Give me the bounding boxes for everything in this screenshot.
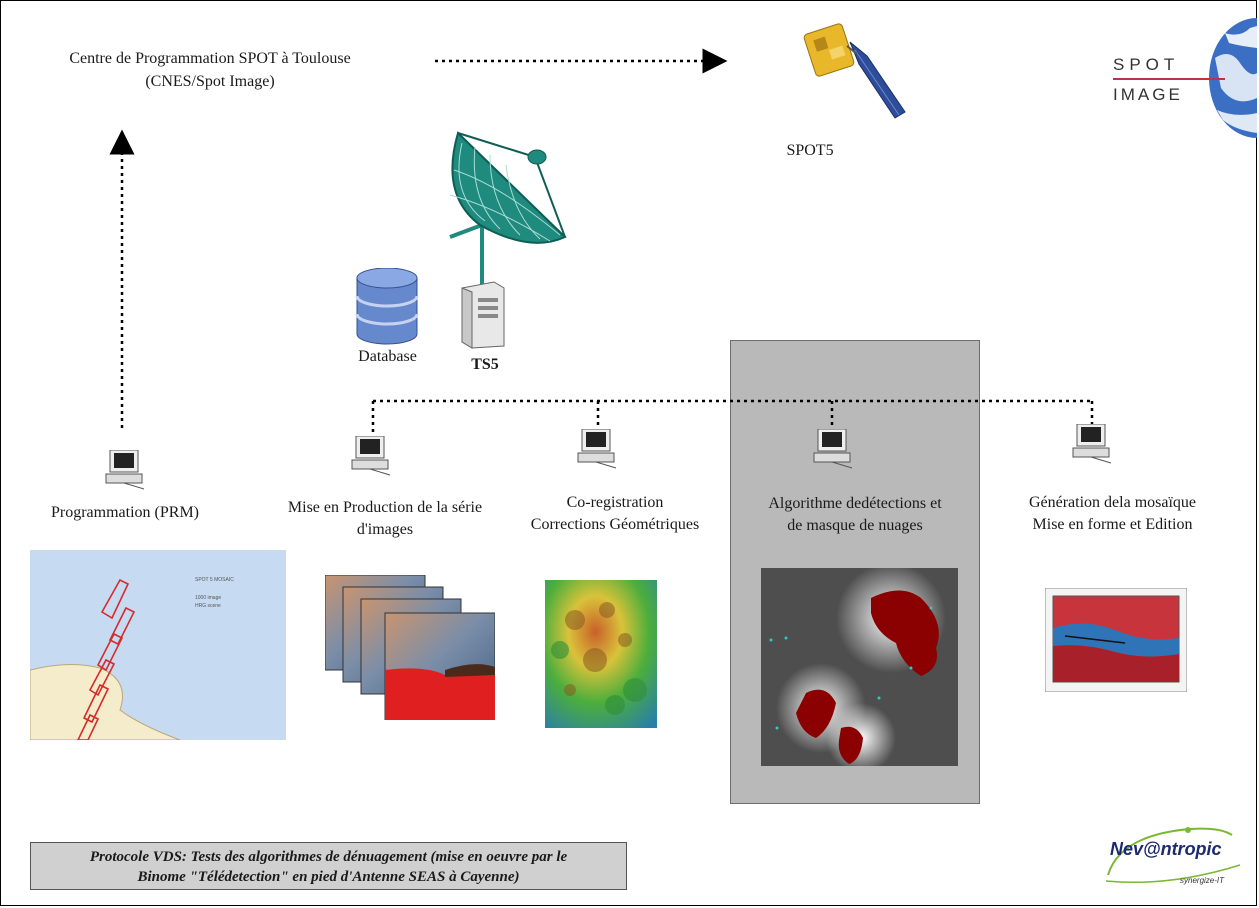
database-label: Database	[358, 348, 417, 365]
dem-relief-image	[545, 580, 657, 728]
spot-logo-rule	[1113, 78, 1225, 80]
workstation-icon-coregistration	[577, 429, 617, 469]
image-series-stack	[325, 575, 495, 720]
satellite-label: SPOT5	[786, 142, 834, 159]
ts5-label: TS5	[471, 356, 499, 373]
satellite-dish-icon	[449, 131, 567, 285]
server-tower-icon	[461, 281, 505, 349]
workstation-icon-production	[351, 436, 391, 476]
nevantropic-swoosh-icon	[1105, 827, 1241, 883]
programmation-map-image	[30, 550, 286, 740]
workstation-icon-prm	[105, 450, 145, 490]
nevantropic-logo-text: Nev@ntropic	[1110, 839, 1222, 859]
station-label-mosaic: Génération dela mosaïque Mise en forme e…	[1028, 494, 1197, 533]
centre-label-line2: (CNES/Spot Image)	[145, 73, 275, 90]
protocol-caption: Protocole VDS: Tests des algorithmes de …	[30, 842, 627, 890]
centre-label-line1: Centre de Programmation SPOT à Toulouse	[69, 50, 351, 67]
caption-line1: Protocole VDS: Tests des algorithmes de …	[89, 849, 568, 865]
spot-logo-line2: IMAGE	[1113, 85, 1183, 104]
cloud-mask-image	[761, 568, 958, 766]
map-legend-line3: HRG scene	[195, 603, 221, 609]
globe-icon	[1209, 18, 1257, 138]
database-icon	[355, 268, 419, 345]
station-label-coregistration: Co-registration Corrections Géométriques	[530, 494, 700, 533]
mosaic-map-image	[1045, 588, 1187, 692]
nevantropic-tagline: synergize-IT	[1180, 876, 1225, 885]
caption-line2: Binome "Télédetection" en pied d'Antenne…	[137, 869, 520, 885]
station-label-production: Mise en Production de la série d'images	[287, 499, 483, 538]
satellite-icon	[803, 23, 906, 119]
workstation-icon-mosaic	[1072, 424, 1112, 464]
station-label-programmation: Programmation (PRM)	[51, 504, 199, 521]
spot-logo-line1: SPOT	[1113, 55, 1180, 74]
station-label-cloud-detection: Algorithme dedétections et de masque de …	[768, 495, 942, 534]
map-legend-title: SPOT 5 MOSAIC	[195, 577, 234, 583]
workstation-icon-cloud-detection	[813, 429, 853, 469]
map-legend-line2: 1000 image	[195, 595, 222, 601]
